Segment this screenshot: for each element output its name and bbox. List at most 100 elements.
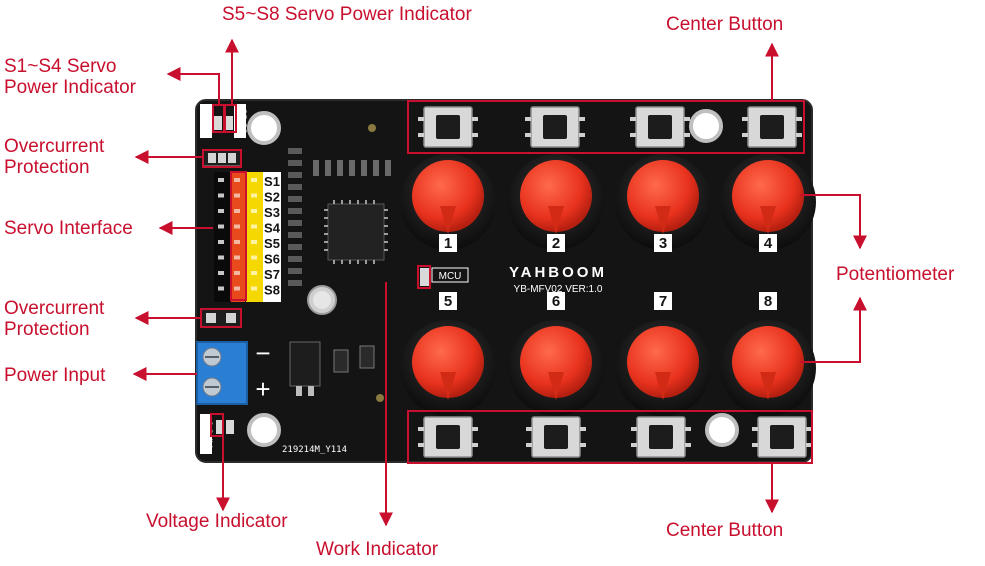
knob-number: 4 — [764, 235, 773, 252]
mounting-holes — [247, 109, 739, 447]
header-pin — [234, 286, 240, 291]
center-button[interactable] — [630, 106, 690, 148]
label-s5-s8-power-indicator: S5~S8 Servo Power Indicator — [222, 4, 472, 25]
header-pin — [218, 271, 224, 275]
knob-number: 2 — [552, 235, 560, 252]
center-button[interactable] — [418, 106, 478, 148]
center-button[interactable] — [752, 416, 812, 458]
potentiometer-knob[interactable]: 5 — [400, 292, 496, 416]
center-button[interactable] — [526, 416, 586, 458]
mcu-silkscreen: MCU — [439, 271, 462, 282]
center-button[interactable] — [418, 416, 478, 458]
servo-port-label: S4 — [264, 221, 281, 236]
work-indicator-led — [420, 268, 429, 286]
arrow-up-icon — [800, 296, 867, 363]
potentiometer-knob[interactable]: 2 — [508, 154, 604, 252]
center-button[interactable] — [742, 106, 802, 148]
header-pin — [251, 193, 257, 198]
servo-port-label: S3 — [264, 205, 280, 220]
knob-number: 3 — [659, 235, 667, 252]
smd-capacitors — [313, 160, 391, 176]
label-overcurrent-top-line1: Overcurrent — [4, 136, 105, 157]
knob-number: 7 — [659, 293, 667, 310]
highlight-boxes — [200, 100, 813, 464]
label-work-indicator: Work Indicator — [316, 539, 439, 560]
header-pin — [218, 224, 224, 229]
header-pin — [234, 240, 240, 244]
label-potentiometer: Potentiometer — [836, 264, 955, 285]
header-pin — [218, 193, 224, 198]
knob-number: 1 — [444, 235, 452, 252]
label-servo-interface: Servo Interface — [4, 218, 133, 239]
potentiometer-knob[interactable]: 8 — [720, 292, 816, 416]
label-power-input: Power Input — [4, 365, 106, 386]
header-pin — [234, 178, 240, 182]
header-pin — [251, 255, 257, 260]
smd-resistors — [288, 148, 302, 286]
potentiometer-knob[interactable]: 6 — [508, 292, 604, 416]
header-pin — [234, 271, 240, 275]
serial-silkscreen: 219214M_Y114 — [282, 445, 347, 455]
label-s1-s4-power-indicator-line2: Power Indicator — [4, 77, 137, 98]
servo-port-label: S6 — [264, 252, 280, 267]
label-overcurrent-bottom-line1: Overcurrent — [4, 298, 105, 319]
model-silkscreen: YB-MFV02 VER:1.0 — [514, 284, 603, 295]
minus-silkscreen: − — [255, 338, 270, 368]
servo-port-label: S5 — [264, 236, 280, 251]
label-s1-s4-power-indicator-line1: S1~S4 Servo — [4, 56, 117, 77]
header-pin — [234, 209, 240, 213]
arrow-down-icon — [800, 194, 867, 250]
servo-port-label: S1 — [264, 174, 280, 189]
header-pin — [251, 271, 257, 275]
potentiometer-knob[interactable]: 4 — [720, 154, 816, 252]
brand-silkscreen: YAHBOOM — [509, 264, 607, 281]
knob-number: 5 — [444, 293, 452, 310]
s1-s4-silkscreen: S1-S4 — [204, 108, 214, 133]
servo-port-label: S8 — [264, 283, 280, 298]
servo-port-label: S2 — [264, 190, 280, 205]
mcu-chip — [324, 200, 388, 264]
center-buttons-top — [418, 106, 802, 148]
fuse-bottom — [200, 308, 242, 328]
voltage-indicator-led: 6-8.4V — [200, 414, 234, 454]
center-button[interactable] — [525, 106, 585, 148]
header-pin — [251, 224, 257, 229]
center-button[interactable] — [631, 416, 691, 458]
fuse-top — [202, 149, 242, 167]
header-pin — [218, 240, 224, 244]
label-center-button-bottom: Center Button — [666, 520, 784, 541]
voltage-regulator — [289, 341, 375, 396]
header-pin — [234, 255, 240, 260]
header-pin — [218, 178, 224, 182]
header-pin — [218, 255, 224, 260]
knob-number: 6 — [552, 293, 560, 310]
potentiometer-knob[interactable]: 1 — [400, 154, 496, 252]
header-pin — [218, 209, 224, 213]
header-pin — [251, 286, 257, 291]
label-overcurrent-bottom-line2: Protection — [4, 319, 90, 340]
header-pin — [218, 286, 224, 291]
header-pin — [251, 178, 257, 182]
annotation-arrows — [132, 38, 867, 527]
s5-s8-silkscreen: S5-S8 — [238, 108, 248, 133]
header-pin — [234, 193, 240, 198]
label-overcurrent-top-line2: Protection — [4, 157, 90, 178]
voltage-range-silkscreen: 6-8.4V — [204, 421, 214, 448]
header-pin — [251, 240, 257, 244]
potentiometer-knob[interactable]: 7 — [615, 292, 711, 416]
arrow-left-icon — [166, 67, 220, 104]
power-terminal-block — [196, 341, 248, 405]
potentiometer-knob[interactable]: 3 — [615, 154, 711, 252]
label-voltage-indicator: Voltage Indicator — [146, 511, 288, 532]
header-pin — [251, 209, 257, 213]
label-center-button-top: Center Button — [666, 14, 784, 35]
electrolytic-capacitor — [307, 285, 337, 315]
plus-silkscreen: + — [255, 374, 270, 404]
servo-port-label: S7 — [264, 267, 280, 282]
knob-number: 8 — [764, 293, 772, 310]
center-buttons-bottom — [418, 416, 812, 458]
header-pin — [234, 224, 240, 229]
